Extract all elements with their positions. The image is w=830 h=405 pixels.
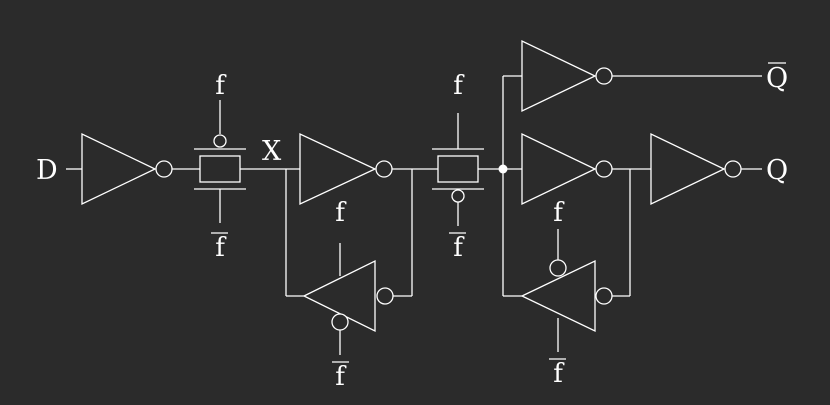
output-node	[498, 75, 522, 297]
label-f-tg2: f	[453, 71, 465, 101]
transmission-gate-1	[194, 100, 300, 223]
stage1-feedback-inverter	[285, 169, 413, 355]
label-fbar-tg2: f	[453, 233, 465, 263]
input-inverter	[66, 132, 200, 206]
label-f-stage2: f	[553, 198, 565, 228]
q-output-inverter	[650, 132, 762, 206]
overbars	[211, 62, 786, 363]
label-fbar-tg1: f	[215, 233, 227, 263]
transmission-gate-2	[432, 113, 522, 226]
stage2-inverter	[521, 132, 651, 206]
label-f-stage1: f	[335, 198, 347, 228]
label-fbar-stage2: f	[553, 359, 565, 389]
stage2-feedback-inverter	[520, 169, 631, 352]
label-fbar-stage1: f	[335, 362, 347, 392]
stage1-inverter	[299, 132, 438, 206]
label-q: Q	[766, 155, 788, 186]
label-x: X	[262, 136, 282, 167]
label-d: D	[36, 155, 58, 186]
qbar-inverter	[521, 39, 762, 113]
label-f-tg1: f	[215, 71, 227, 101]
label-q-bar: Q	[766, 63, 788, 94]
